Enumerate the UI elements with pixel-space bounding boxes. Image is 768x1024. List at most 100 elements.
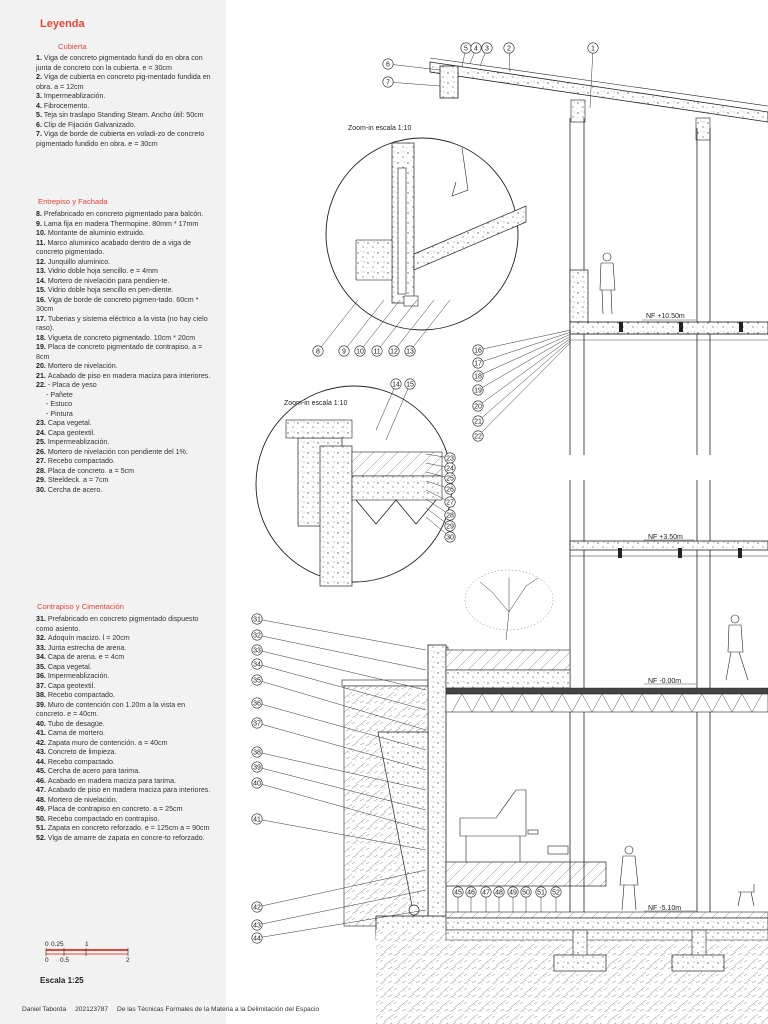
callout-circle	[251, 932, 263, 944]
callout-circle	[480, 886, 492, 898]
callout-circle	[382, 76, 394, 88]
legend-item-text: Steeldeck. a = 7cm	[47, 476, 109, 484]
callout-number: 11	[373, 348, 380, 355]
legend-item-text: Junta estrecha de arena.	[47, 643, 127, 652]
legend-item: 3. Impermeablización.	[36, 92, 216, 102]
legend-item: 35. Capa vegetal.	[36, 663, 216, 673]
footer-code: 202123787	[75, 1006, 109, 1013]
callout-number: 17	[474, 360, 482, 367]
callout-leader	[409, 299, 451, 352]
callout-circle	[251, 629, 263, 641]
legend-item: 30. Cercha de acero.	[36, 486, 216, 496]
legend-item-text: - Estuco	[46, 400, 73, 408]
callout-number: 10	[356, 348, 364, 355]
callout-circle	[251, 644, 263, 656]
callout-leader	[589, 47, 594, 109]
callout-number: 38	[253, 749, 261, 756]
callout-number: 32	[253, 632, 261, 639]
callout-leader	[256, 722, 427, 771]
legend-item-text: Cercha de acero.	[47, 485, 103, 494]
callout-circle	[404, 378, 416, 390]
legend-item-text: Placa de contrapiso en concreto. a = 25c…	[47, 805, 183, 813]
legend-item-number: 50.	[36, 814, 48, 823]
legend-item-text: - Pañete	[46, 390, 73, 399]
legend-item-number: 4.	[36, 101, 44, 110]
legend-item-text: Prefabricado en concreto pigmentado disp…	[36, 615, 199, 633]
scale-tick-bottom-1: 0.5	[60, 957, 69, 964]
callout-number: 21	[474, 418, 482, 425]
callout-number: 25	[446, 475, 454, 482]
legend-item-number: 5.	[36, 111, 44, 119]
legend-item-number: 9.	[36, 219, 44, 228]
callout-leader	[256, 634, 427, 671]
legend-item-text: Adoquín macizo. l = 20cm	[47, 634, 130, 642]
callout-number: 9	[342, 348, 346, 355]
legend-item: 10. Montante de aluminio extruido.	[36, 229, 216, 239]
legend-item-number: 16.	[36, 295, 48, 304]
legend-item-number: 6.	[36, 120, 44, 129]
callout-circle	[507, 886, 519, 898]
callout-circle	[465, 886, 477, 898]
legend-item-text: Recebo compactado.	[47, 757, 115, 766]
legend-item: 31. Prefabricado en concreto pigmentado …	[36, 615, 216, 634]
legend-item: 22. - Placa de yeso	[36, 381, 216, 391]
legend-item: 26. Mortero de nivelación con pendiente …	[36, 448, 216, 458]
legend-item-text: Tuberias y sistema eléctrico a la vista …	[36, 314, 208, 333]
legend-item-number: 46.	[36, 776, 48, 785]
callout-circle	[354, 345, 366, 357]
callout-number: 1	[591, 45, 595, 52]
legend-item: 38. Recebo compactado.	[36, 691, 216, 701]
callout-number: 26	[446, 486, 454, 493]
callout-circle	[587, 42, 599, 54]
legend-item-text: Montante de aluminio extruido.	[47, 229, 145, 237]
legend-item-text: Zapata en concreto reforzado. e = 125cm …	[47, 824, 210, 832]
legend-item-number: 38.	[36, 691, 48, 699]
legend-item: 16. Viga de borde de concreto pigmen-tad…	[36, 296, 216, 315]
callout-circle	[444, 472, 456, 484]
callout-circle	[388, 345, 400, 357]
callout-circle	[251, 674, 263, 686]
callout-leader	[477, 337, 572, 407]
legend-item: 25. Impermeablización.	[36, 438, 216, 448]
callout-leader	[256, 679, 427, 731]
callout-number: 48	[495, 889, 503, 896]
legend-item-text: Mortero de nivelación con pendiente del …	[47, 447, 188, 456]
callout-circle	[472, 430, 484, 442]
legend-item-number: 20.	[36, 362, 48, 370]
callout-number: 45	[454, 889, 462, 896]
callout-circle	[444, 483, 456, 495]
callout-number: 14	[392, 381, 400, 388]
legend-item-text: Capa geotextil.	[47, 428, 96, 437]
scale-tick-top-1: 0.25	[51, 941, 64, 948]
callout-number: 5	[464, 45, 468, 52]
callout-number: 2	[507, 45, 511, 52]
legend-item: - Pintura	[36, 410, 216, 420]
legend-item: 46. Acabado en madera maciza para tarima…	[36, 777, 216, 787]
legend-item-number: 31.	[36, 615, 48, 623]
legend-item-number: 18.	[36, 333, 48, 342]
callout-number: 33	[253, 647, 261, 654]
legend-item: 2. Viga de cubierta en concreto pig-ment…	[36, 73, 216, 92]
legend-panel: Leyenda Cubierta 1. Viga de concreto pig…	[0, 0, 226, 1024]
legend-item-text: Marco aluminico acabado dentro de a viga…	[36, 238, 191, 257]
legend-item-number: 48.	[36, 795, 48, 804]
legend-item-text: Cama de mortero.	[47, 729, 106, 737]
legend-item: 18. Vigueta de concreto pigmentado. 10cm…	[36, 334, 216, 344]
legend-item-number: 25.	[36, 438, 48, 446]
callout-circle	[390, 378, 402, 390]
scale-label: Escala 1:25	[40, 976, 84, 985]
footer: Daniel Taborda 202123787 De las Técnicas…	[22, 1006, 326, 1013]
legend-item-text: Viga de borde de cubierta en voladi-zo d…	[36, 130, 205, 148]
callout-number: 6	[386, 61, 390, 68]
callout-number: 46	[467, 889, 475, 896]
callout-leader	[256, 618, 427, 651]
callout-number: 22	[474, 433, 482, 440]
legend-item-number: 7.	[36, 130, 44, 138]
callout-circle	[472, 344, 484, 356]
legend-item: 23. Capa vegetal.	[36, 419, 216, 429]
callout-leader	[256, 782, 427, 831]
legend-title: Leyenda	[40, 18, 85, 30]
legend-item-number: 37.	[36, 681, 48, 690]
